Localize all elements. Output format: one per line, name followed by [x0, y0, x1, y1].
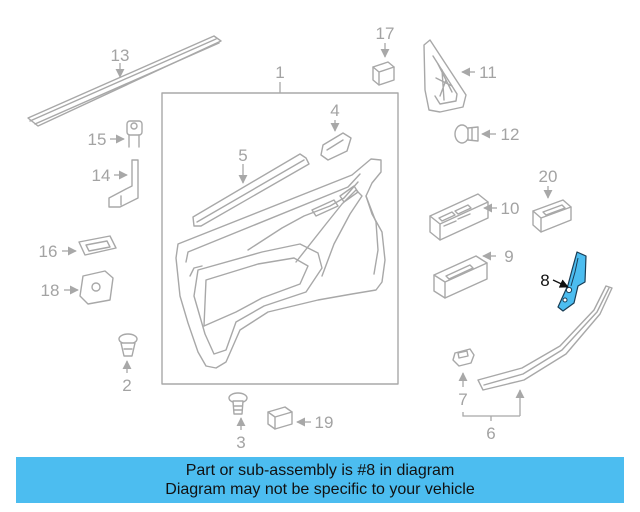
- leader-8: [552, 279, 569, 288]
- info-banner: Part or sub-assembly is #8 in diagram Di…: [16, 457, 624, 503]
- part-17-cap[interactable]: [372, 61, 395, 86]
- part-16-handle-bezel[interactable]: [78, 235, 117, 256]
- part-6-trim-strip[interactable]: [477, 285, 613, 391]
- part-12-clip[interactable]: [454, 124, 479, 144]
- banner-line-2: Diagram may not be specific to your vehi…: [165, 481, 475, 498]
- callout-18: 18: [41, 281, 60, 300]
- part-1-door-trim-panel[interactable]: [175, 158, 386, 369]
- callout-1: 1: [275, 63, 284, 82]
- callout-11: 11: [479, 63, 497, 82]
- callout-6: 6: [486, 424, 495, 443]
- callout-14: 14: [92, 166, 111, 185]
- callout-2: 2: [122, 376, 131, 395]
- part-9-switch-panel[interactable]: [433, 255, 488, 299]
- callout-12: 12: [501, 125, 520, 144]
- callout-4: 4: [330, 101, 339, 120]
- part-5-trim-strip[interactable]: [192, 153, 310, 227]
- part-13-belt-molding[interactable]: [27, 35, 222, 127]
- callout-16: 16: [39, 242, 58, 261]
- callout-8: 8: [540, 271, 549, 290]
- leader-6-bracket: [462, 412, 520, 417]
- part-14-bracket[interactable]: [108, 159, 139, 208]
- parts-diagram: 13 15 14 16 18 2 1: [27, 24, 613, 452]
- callout-15: 15: [88, 130, 107, 149]
- part-11-mirror-cover[interactable]: [423, 39, 467, 113]
- banner-line-1: Part or sub-assembly is #8 in diagram: [185, 462, 455, 479]
- part-19-clip-nut[interactable]: [267, 406, 293, 430]
- part-10-window-switch[interactable]: [429, 193, 489, 241]
- callout-10: 10: [501, 199, 520, 218]
- part-20-switch[interactable]: [532, 199, 572, 233]
- part-18-cover[interactable]: [79, 270, 114, 305]
- part-2-push-clip[interactable]: [118, 333, 138, 357]
- callout-17: 17: [376, 24, 395, 43]
- part-8-highlighted-bracket[interactable]: [557, 251, 587, 312]
- part-3-bolt[interactable]: [228, 392, 248, 415]
- part-15-clip[interactable]: [126, 120, 143, 148]
- callout-19: 19: [315, 413, 334, 432]
- part-4-trim-plate[interactable]: [320, 132, 352, 161]
- callout-7: 7: [458, 390, 467, 409]
- callout-13: 13: [111, 46, 130, 65]
- callout-9: 9: [504, 247, 513, 266]
- callout-20: 20: [539, 167, 558, 186]
- part-7-clip[interactable]: [452, 348, 475, 367]
- callout-5: 5: [238, 146, 247, 165]
- callout-3: 3: [236, 433, 245, 452]
